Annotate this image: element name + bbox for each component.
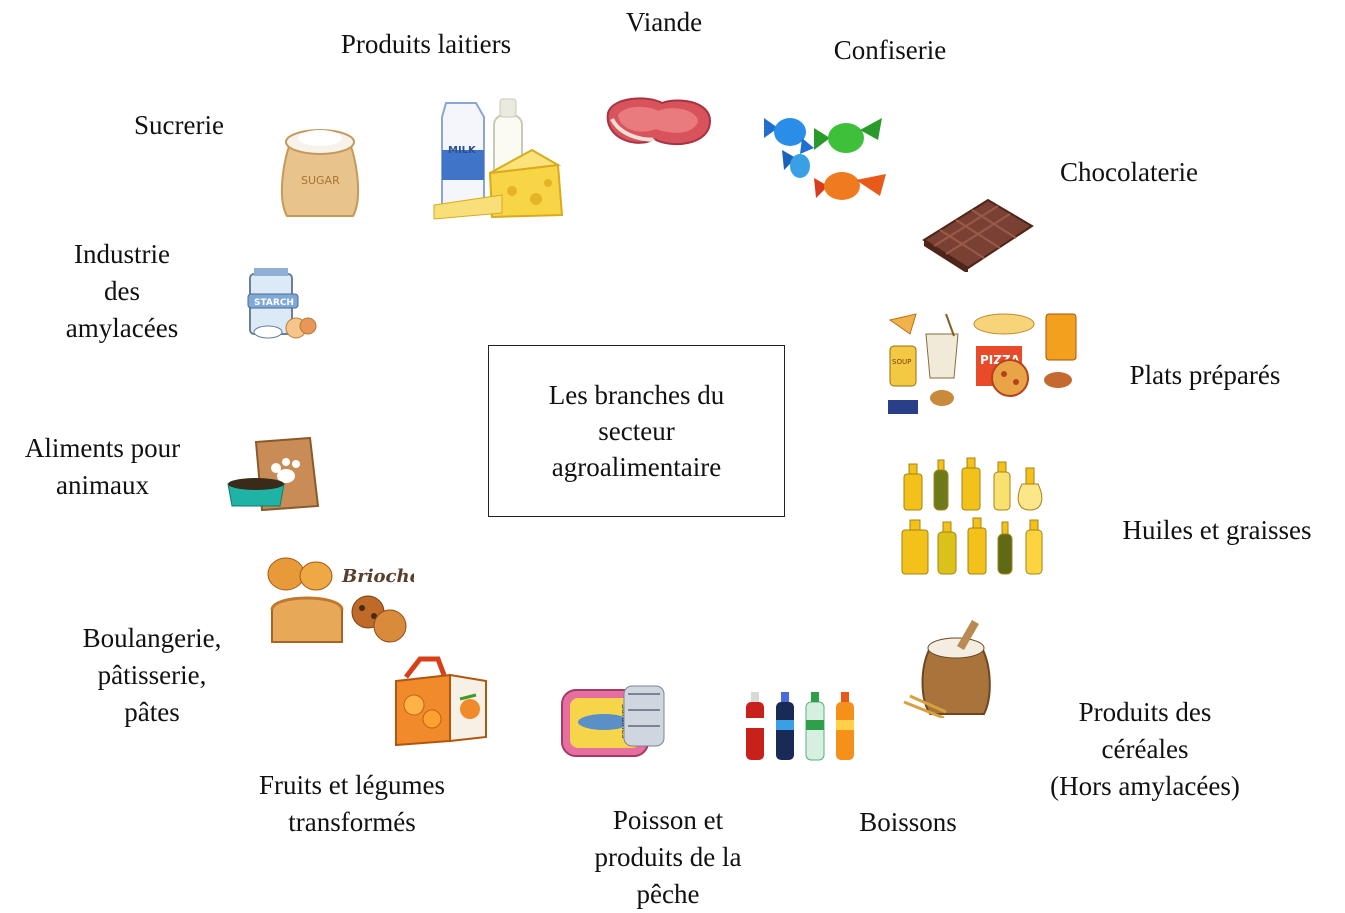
label-boissons: Boissons [859,807,957,837]
sardine-can-icon: Sardines [560,682,670,762]
central-title-line-2: secteur [598,416,675,446]
central-title-box: Les branches du secteur agroalimentaire [488,345,785,517]
bakery-icon: Brioche [264,550,414,654]
milk-cheese-icon: MILK [432,95,564,220]
label-viande: Viande [625,7,703,37]
label-industrie-amylacees: Industrie des amylacées [65,239,179,343]
label-fruits-legumes: Fruits et légumes transformés [259,770,445,837]
label-sucrerie: Sucrerie [134,110,224,140]
prepared-dishes-icon: SOUP PIZZA [886,310,1084,416]
label-huiles-graisses: Huiles et graisses [1122,515,1312,545]
label-aliments-animaux: Aliments pour animaux [24,433,181,500]
sugar-sack-icon: SUGAR [275,122,365,220]
label-produits-cereales: Produits des céréales (Hors amylacées) [1050,697,1240,801]
label-plats-prepares: Plats préparés [1129,360,1281,390]
svg-text:SOUP: SOUP [892,358,911,366]
starch-package-icon: STARCH [242,264,322,344]
label-confiserie: Confiserie [833,35,947,65]
svg-text:STARCH: STARCH [254,298,294,308]
fruit-box-icon [390,655,490,747]
svg-text:MILK: MILK [448,145,477,156]
svg-text:Brioche: Brioche [341,566,414,587]
svg-text:SUGAR: SUGAR [301,174,340,187]
pet-food-icon [226,432,322,516]
candies-icon [760,108,892,208]
label-boulangerie: Boulangerie, pâtisserie, pâtes [82,623,222,727]
label-chocolaterie: Chocolaterie [1060,157,1198,187]
label-produits-laitiers: Produits laitiers [340,29,512,59]
central-title-line-3: agroalimentaire [551,452,722,482]
chocolate-bar-icon [918,196,1038,272]
label-poisson: Poisson et produits de la pêche [594,805,742,909]
oil-bottles-icon [898,456,1052,576]
flour-sack-icon [900,618,992,718]
drink-bottles-icon [742,688,860,762]
meat-steak-icon [602,95,714,155]
central-title-line-1: Les branches du [548,380,725,410]
